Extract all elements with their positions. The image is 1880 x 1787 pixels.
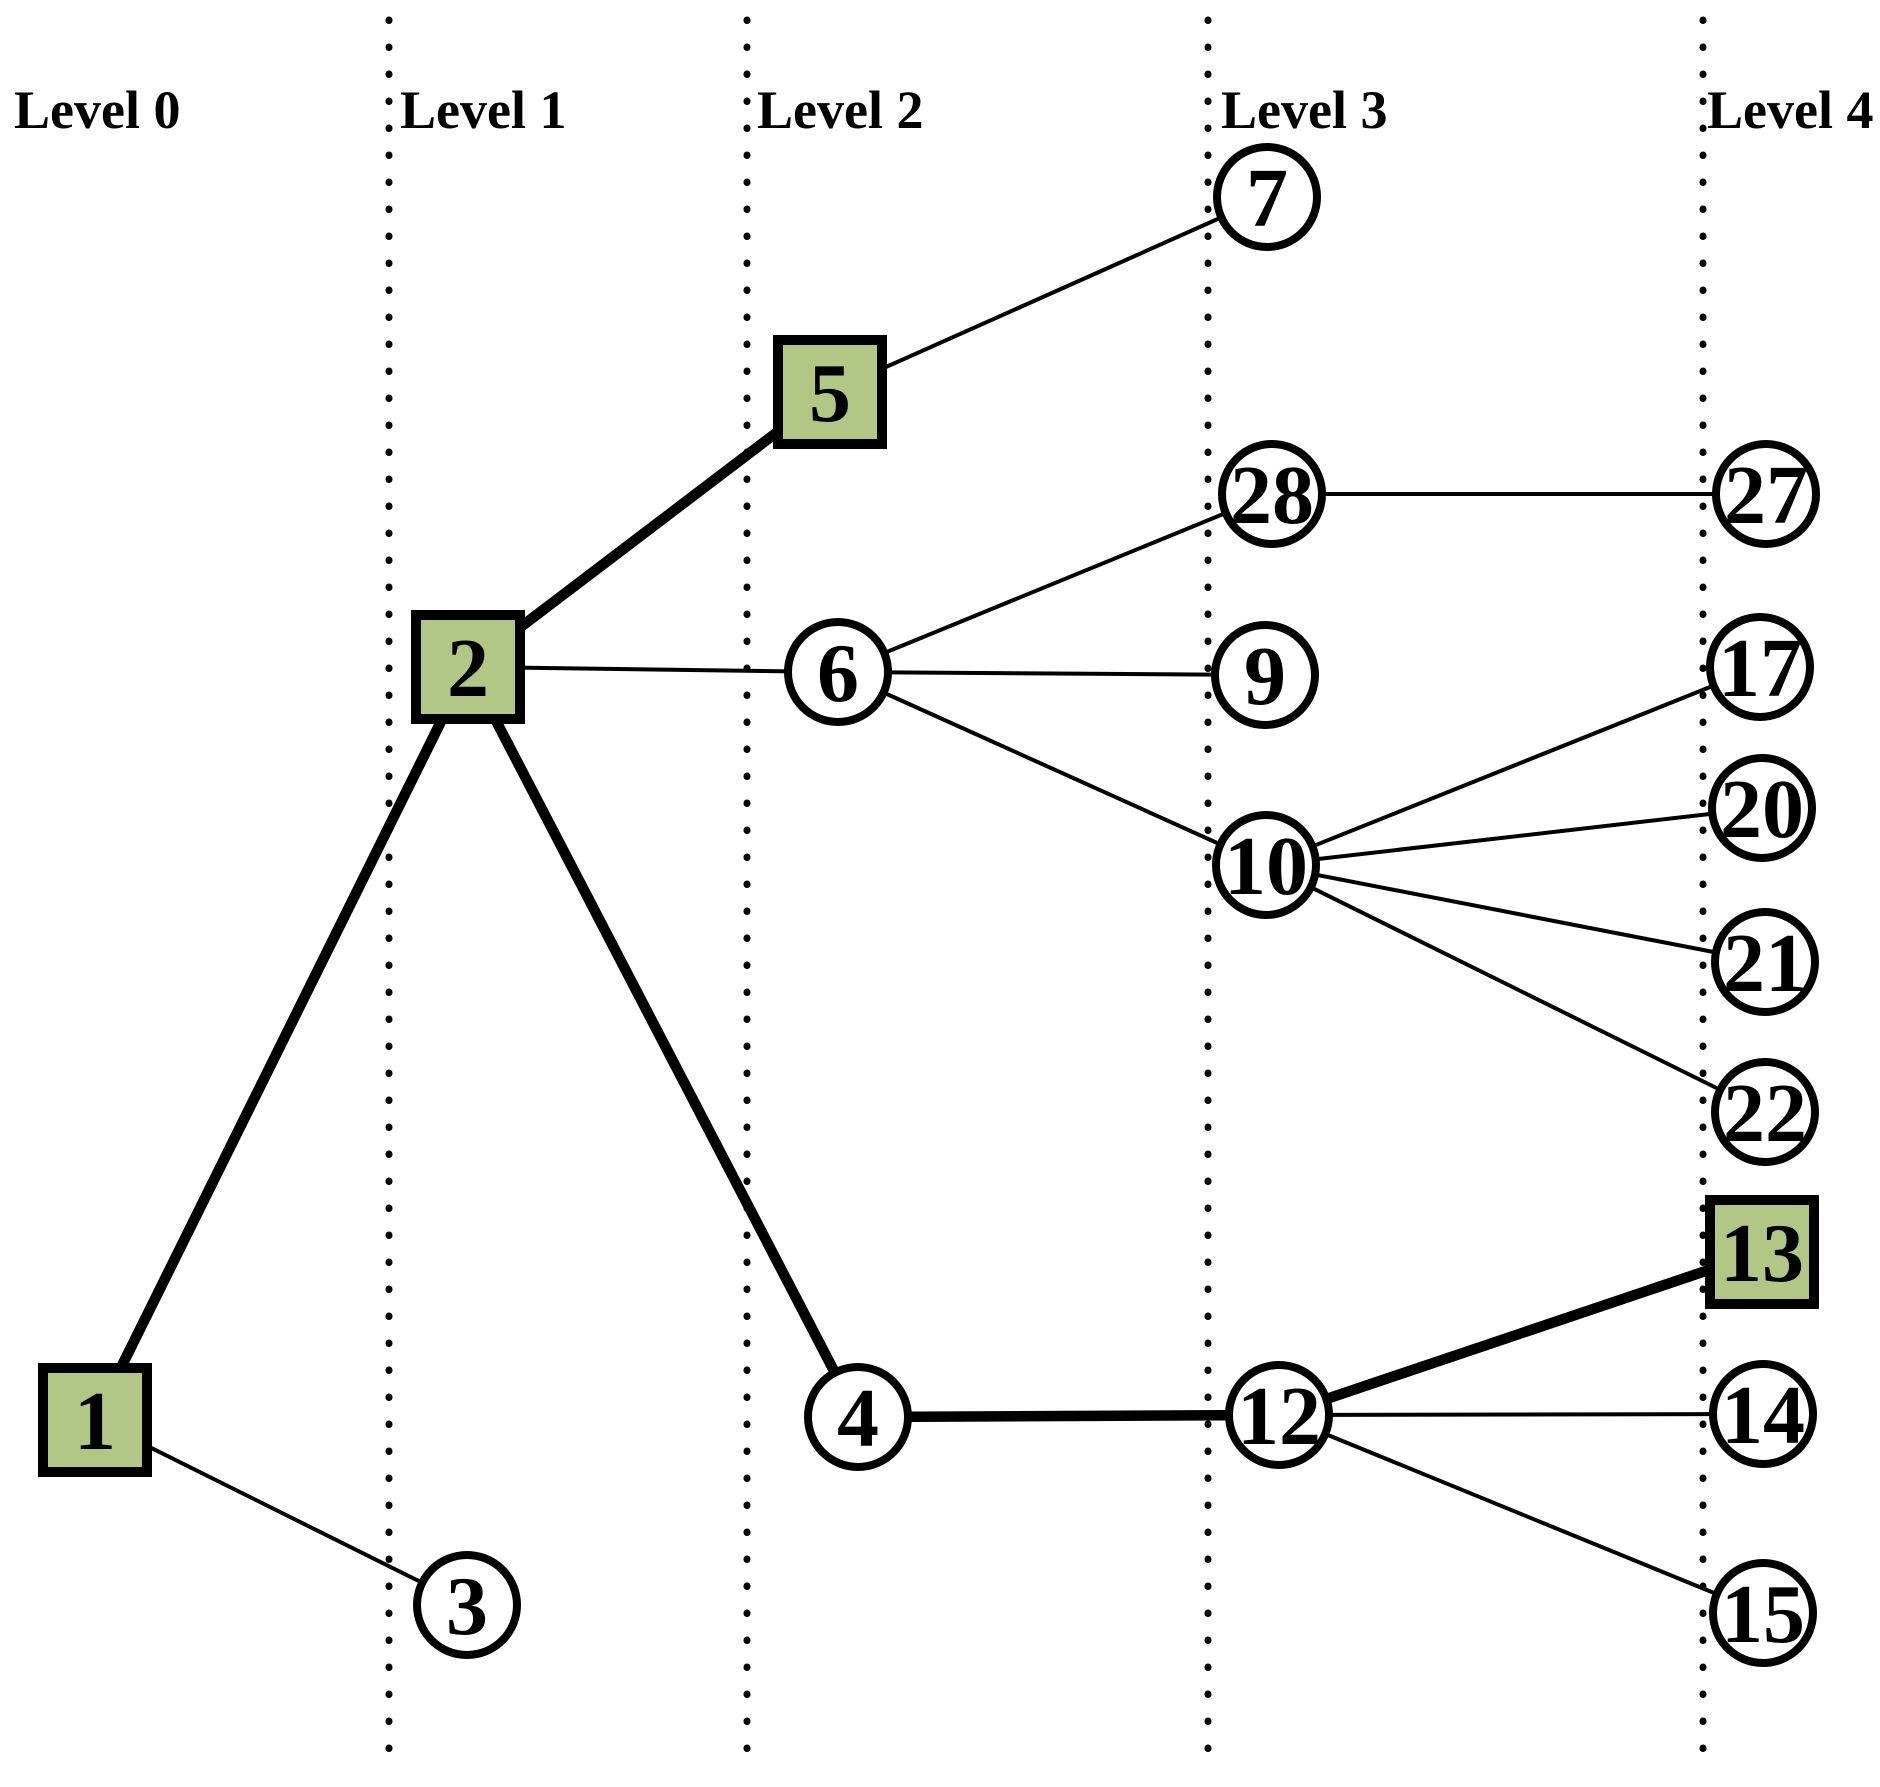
node-6-circle bbox=[784, 618, 892, 726]
node-10-circle bbox=[1212, 811, 1320, 919]
node-12-label: 12 bbox=[1237, 1370, 1321, 1463]
node-22-circle bbox=[1711, 1058, 1819, 1166]
edge-6-28 bbox=[836, 492, 1274, 674]
node-13-square bbox=[1705, 1195, 1819, 1309]
edge-6-10 bbox=[836, 670, 1268, 867]
edge-12-13 bbox=[1273, 1246, 1768, 1421]
node-17-label: 17 bbox=[1718, 622, 1802, 715]
node-6-label: 6 bbox=[817, 627, 859, 720]
edge-10-22 bbox=[1264, 863, 1767, 1114]
edge-2-5 bbox=[462, 386, 836, 673]
node-27-circle bbox=[1712, 440, 1820, 548]
edge-1-3 bbox=[93, 1418, 469, 1607]
node-28-label: 28 bbox=[1230, 449, 1314, 542]
level-label-1: Level 1 bbox=[400, 80, 566, 140]
node-4-circle bbox=[804, 1363, 912, 1471]
edge-5-7 bbox=[828, 195, 1269, 394]
level-label-4: Level 4 bbox=[1707, 80, 1873, 140]
node-5-square bbox=[773, 335, 887, 449]
node-20-label: 20 bbox=[1720, 763, 1804, 856]
node-21-circle bbox=[1711, 908, 1819, 1016]
edge-10-17 bbox=[1264, 665, 1762, 867]
node-17-circle bbox=[1706, 613, 1814, 721]
edge-12-14 bbox=[1277, 1412, 1765, 1417]
node-7-circle bbox=[1213, 143, 1321, 251]
edge-2-6 bbox=[466, 665, 840, 674]
node-5-label: 5 bbox=[809, 347, 851, 440]
node-14-circle bbox=[1709, 1360, 1817, 1468]
node-4-label: 4 bbox=[837, 1372, 879, 1465]
node-15-label: 15 bbox=[1721, 1568, 1805, 1661]
node-12-circle bbox=[1225, 1361, 1333, 1469]
node-3-circle bbox=[413, 1551, 521, 1659]
edge-10-21 bbox=[1264, 863, 1767, 964]
node-14-label: 14 bbox=[1721, 1369, 1805, 1462]
node-10-label: 10 bbox=[1224, 820, 1308, 913]
node-27-label: 27 bbox=[1724, 449, 1808, 542]
node-3-label: 3 bbox=[446, 1560, 488, 1653]
node-9-label: 9 bbox=[1244, 630, 1286, 723]
node-15-circle bbox=[1709, 1559, 1817, 1667]
edge-10-20 bbox=[1264, 806, 1764, 867]
node-28-circle bbox=[1218, 440, 1326, 548]
node-9-circle bbox=[1211, 621, 1319, 729]
node-13-label: 13 bbox=[1720, 1207, 1804, 1300]
node-2-square bbox=[411, 610, 525, 724]
node-21-label: 21 bbox=[1723, 917, 1807, 1010]
node-22-label: 22 bbox=[1723, 1067, 1807, 1160]
level-label-3: Level 3 bbox=[1221, 80, 1387, 140]
level-label-0: Level 0 bbox=[14, 80, 180, 140]
edge-6-9 bbox=[836, 670, 1267, 677]
level-label-2: Level 2 bbox=[757, 80, 923, 140]
edge-4-12 bbox=[852, 1409, 1285, 1423]
edge-1-2 bbox=[89, 661, 474, 1426]
node-1-label: 1 bbox=[74, 1375, 116, 1468]
node-2-label: 2 bbox=[447, 622, 489, 715]
edge-2-4 bbox=[462, 661, 864, 1423]
node-20-circle bbox=[1708, 754, 1816, 862]
node-1-square bbox=[38, 1363, 152, 1477]
node-7-label: 7 bbox=[1246, 152, 1288, 245]
edge-12-15 bbox=[1277, 1413, 1765, 1615]
